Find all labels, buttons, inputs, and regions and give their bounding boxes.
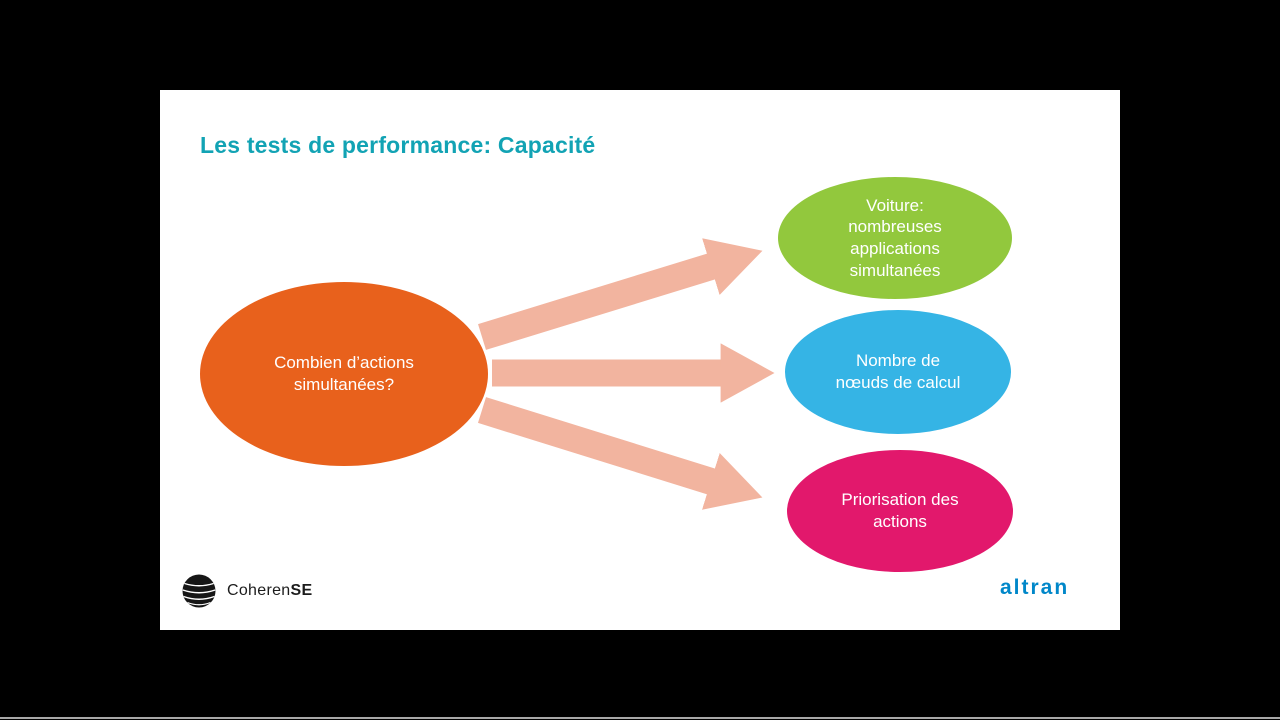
source-ellipse <box>200 282 488 466</box>
coherense-se-part: SE <box>290 582 313 599</box>
video-progress-line <box>0 717 1280 719</box>
target-ellipse-noeuds <box>785 310 1011 434</box>
target-ellipse-voiture <box>778 177 1012 299</box>
diagram-canvas <box>200 177 1013 572</box>
coherense-logo: CoherenSE <box>180 572 312 610</box>
coherense-name-part: Coheren <box>227 582 291 599</box>
coherense-wordmark: CoherenSE <box>227 582 312 600</box>
target-ellipse-priorisation <box>787 450 1013 572</box>
target-bubble-label-priorisation: Priorisation des actions <box>841 490 959 531</box>
target-bubble-label-voiture: Voiture: nombreuses applications simulta… <box>848 195 942 280</box>
arrow-to-voiture <box>478 238 763 350</box>
target-bubble-label-noeuds: Nombre de nœuds de calcul <box>835 351 961 392</box>
slide: Les tests de performance: Capacité Combi… <box>160 90 1120 630</box>
coherense-globe-icon <box>182 574 216 608</box>
slide-title: Les tests de performance: Capacité <box>200 132 596 158</box>
altran-logo: altran <box>1000 576 1070 599</box>
arrow-to-priorisation <box>477 397 763 510</box>
source-bubble-label: Combien d’actions simultanées? <box>274 353 414 394</box>
